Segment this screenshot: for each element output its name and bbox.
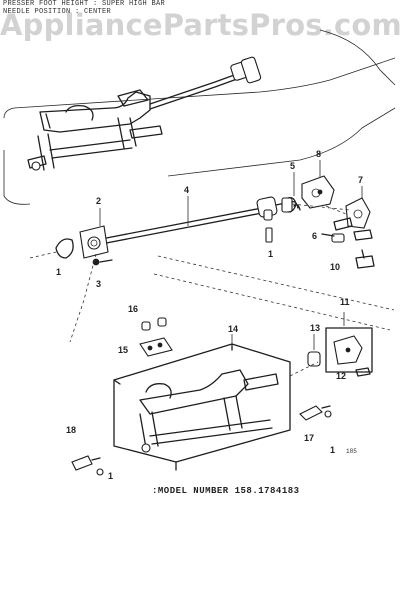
callout-1-lower-left: 1 <box>108 471 114 481</box>
machine-outline-arc <box>319 29 396 86</box>
callout-11: 11 <box>340 297 350 307</box>
callout-17: 17 <box>304 433 315 443</box>
callout-1-lower-right: 1 <box>330 445 336 455</box>
machine-outline-lower <box>167 107 396 177</box>
callout-14: 14 <box>228 324 239 334</box>
callout-1-left: 1 <box>56 267 62 277</box>
needle-position-note: NEEDLE POSITION : CENTER <box>3 8 112 16</box>
callout-8: 8 <box>316 149 322 159</box>
leader-line-1 <box>157 255 395 311</box>
callout-15: 15 <box>118 345 129 355</box>
leader-line-3 <box>69 253 97 343</box>
lower-pins <box>71 405 332 476</box>
callout-3: 3 <box>96 279 102 289</box>
block-in-box <box>289 327 373 377</box>
callout-5: 5 <box>290 161 296 171</box>
machine-outline-upper <box>3 57 396 119</box>
crank-assembly <box>263 175 375 269</box>
left-bushing <box>29 225 113 266</box>
installed-bar-assembly <box>27 56 262 171</box>
callout-12: 12 <box>336 371 347 381</box>
callout-7: 7 <box>358 175 364 185</box>
callout-10: 10 <box>330 262 341 272</box>
feed-bar-shaft <box>95 196 301 246</box>
callout-6: 6 <box>312 231 318 241</box>
callout-16: 16 <box>128 304 139 314</box>
callout-1-upper: 1 <box>268 249 274 259</box>
drawing-code: 185 <box>346 448 357 455</box>
presser-foot-height-note: PRESSER FOOT HEIGHT : SUPER HIGH BAR <box>3 0 166 8</box>
model-number: :MODEL NUMBER 158.1784183 <box>152 486 300 496</box>
plate-and-screws <box>139 317 173 357</box>
site-watermark: AppliancePartsPros.com <box>0 8 400 42</box>
callout-4: 4 <box>184 185 190 195</box>
machine-outline-left <box>3 150 31 205</box>
lower-assembly-box <box>113 343 291 471</box>
leader-line-2 <box>153 273 391 331</box>
callout-2: 2 <box>96 196 102 206</box>
callout-13: 13 <box>310 323 321 333</box>
callout-18: 18 <box>66 425 77 435</box>
